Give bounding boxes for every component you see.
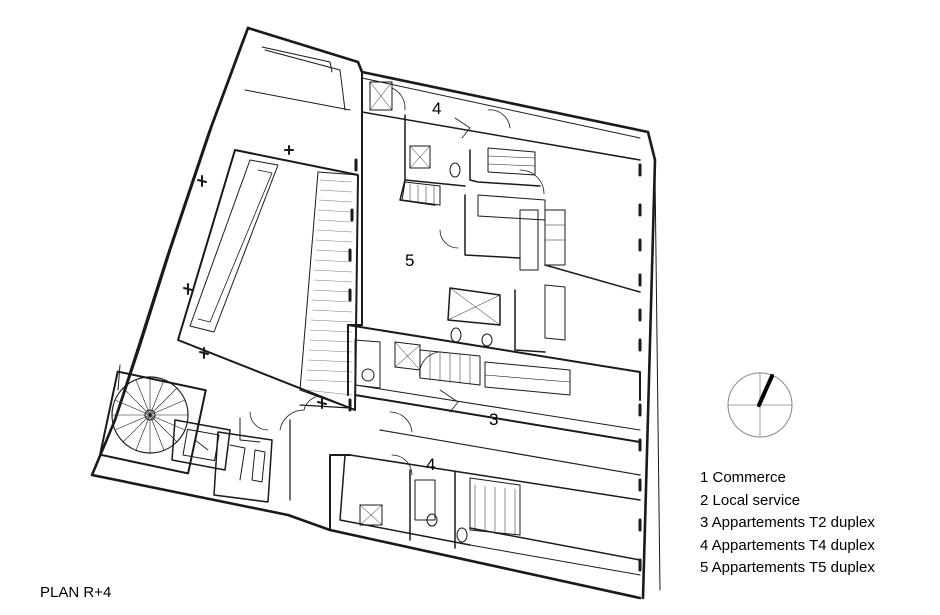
apartment-3 xyxy=(347,324,641,476)
courtyard xyxy=(177,149,359,411)
building-outline xyxy=(90,26,657,600)
north-arrow-icon xyxy=(727,372,793,438)
spiral-staircase-icon xyxy=(99,370,207,475)
legend: 1 Commerce 2 Local service 3 Appartement… xyxy=(700,467,875,580)
apartment-4-south xyxy=(329,454,641,576)
apartment-5 xyxy=(347,159,641,353)
service-area xyxy=(117,364,351,503)
unit-label-4-north: 4 xyxy=(432,99,441,118)
unit-label-3: 3 xyxy=(489,410,498,429)
legend-item: 5 Appartements T5 duplex xyxy=(700,559,875,576)
west-gallery xyxy=(244,49,351,111)
legend-item: 4 Appartements T4 duplex xyxy=(700,536,875,554)
plan-title: PLAN R+4 xyxy=(40,584,112,601)
facade-thin-lines xyxy=(111,35,661,591)
legend-item: 2 Local service xyxy=(700,491,801,509)
window-marks xyxy=(348,158,642,572)
legend-item: 3 Appartements T2 duplex xyxy=(700,514,875,531)
unit-label-4-south: 4 xyxy=(426,455,435,474)
unit-label-5: 5 xyxy=(405,251,414,270)
legend-item: 1 Commerce xyxy=(700,469,786,486)
column-marks xyxy=(183,145,327,409)
